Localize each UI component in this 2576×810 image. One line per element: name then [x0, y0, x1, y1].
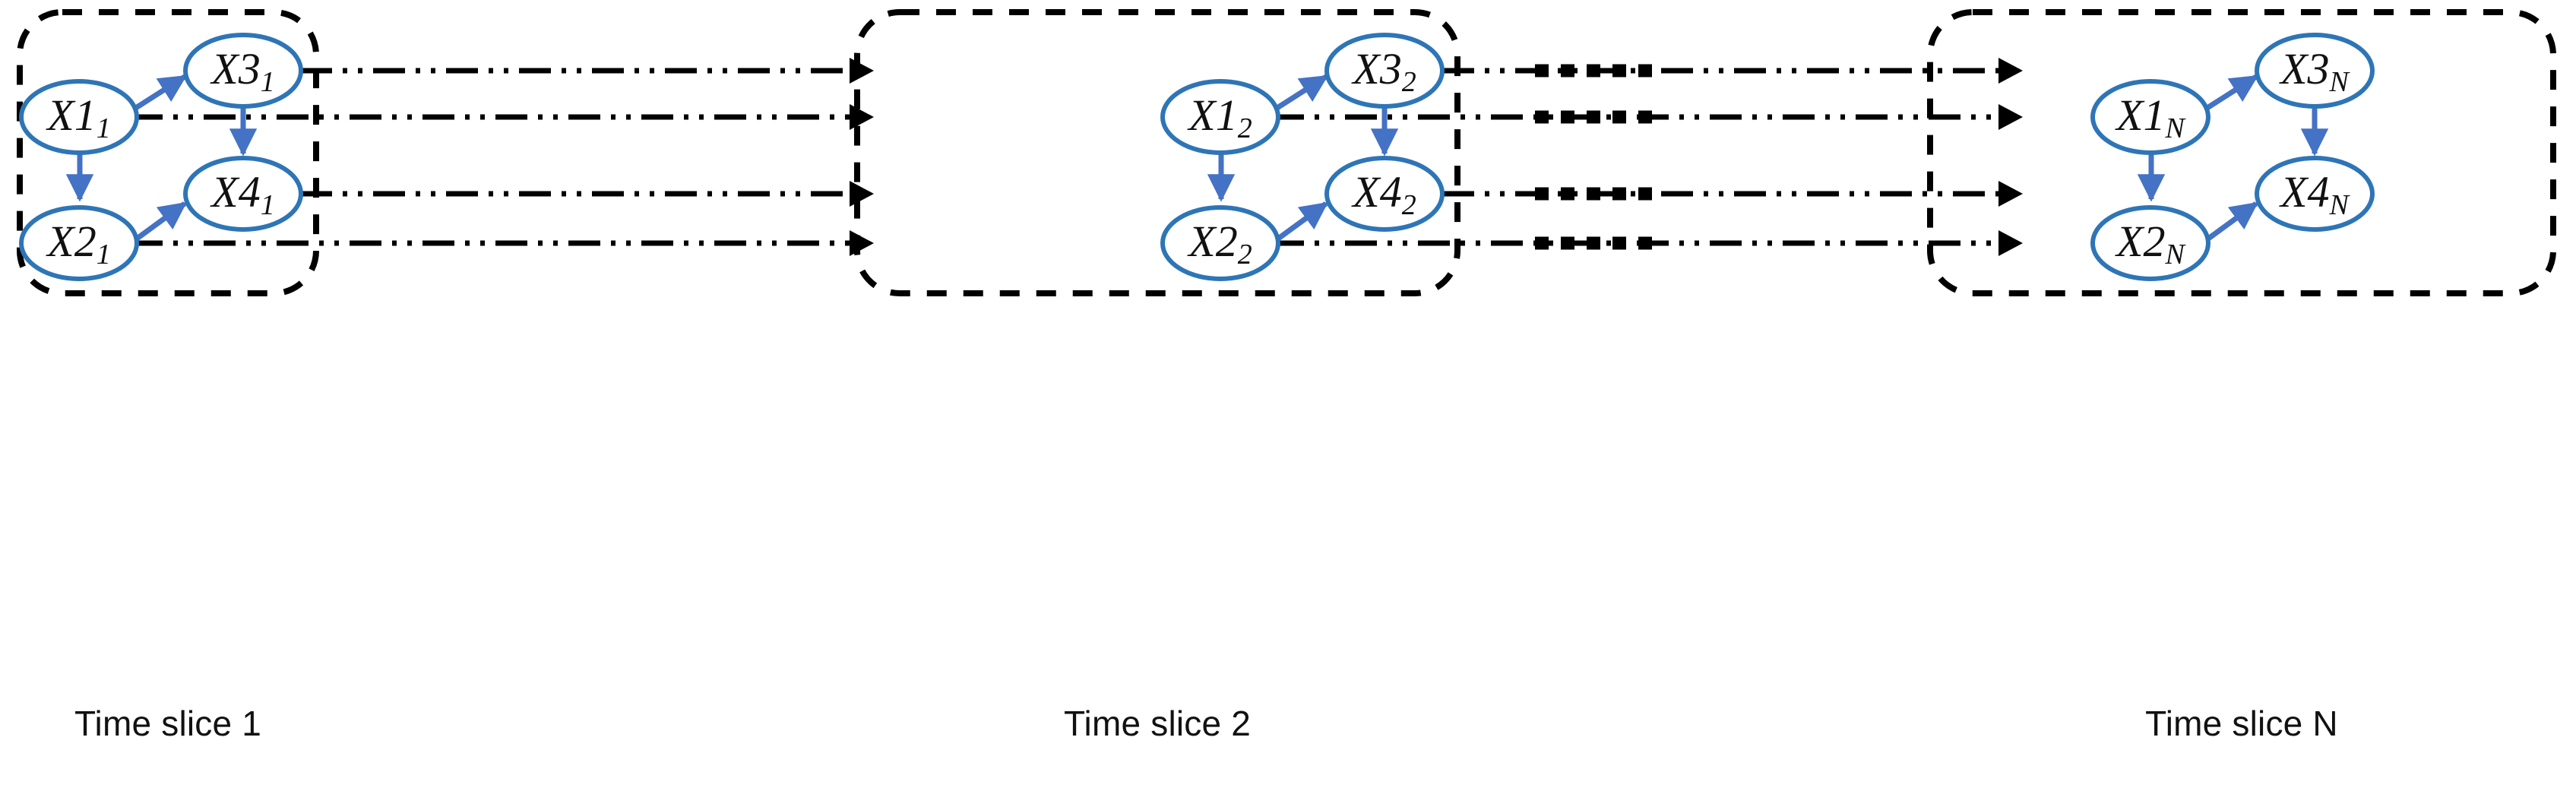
slice2-to-slicen-arrowheads: [1998, 58, 2023, 256]
continuation-marks-group: [1535, 64, 1664, 250]
node-x1-n[interactable]: [2090, 79, 2210, 155]
arrowhead-into-x2_2: [850, 230, 874, 256]
arrowhead-into-x1_2: [850, 104, 874, 130]
slice-n-group: X1N X3N X2N X4N: [1927, 9, 2556, 296]
node-x1-2-label: X12: [1187, 90, 1252, 144]
node-x4-n-label: X4N: [2279, 167, 2350, 220]
node-x4-n[interactable]: [2255, 156, 2375, 232]
edge-x2_1-to-x4_1: [131, 201, 187, 243]
node-x3-n[interactable]: [2255, 33, 2375, 109]
slice-2-group: X12 X32 X22 X42: [854, 9, 2006, 296]
node-x1-2[interactable]: [1160, 79, 1280, 155]
node-x1-n-label: X1N: [2115, 90, 2186, 144]
arrowhead-into-x3_n: [1998, 58, 2023, 84]
node-x2-n[interactable]: [2090, 205, 2210, 281]
slice-1-group: X11 X31 X21 X41: [17, 9, 859, 296]
slice-2-caption: Time slice 2: [1063, 704, 1252, 743]
edge-x1_1-to-x3_1: [131, 74, 188, 112]
node-x4-1[interactable]: [183, 156, 303, 232]
node-x2-n-label: X2N: [2115, 217, 2186, 270]
node-x1-1[interactable]: [19, 79, 139, 155]
edge-x2_2-to-x4_2: [1273, 201, 1328, 243]
node-x3-n-label: X3N: [2279, 44, 2350, 97]
node-x3-2[interactable]: [1324, 33, 1445, 109]
edge-x1_n-to-x3_n: [2202, 74, 2259, 112]
slice-n-border: [1927, 9, 2556, 296]
arrowhead-into-x1_n: [1998, 104, 2023, 130]
slice-1-border: [17, 9, 319, 296]
slice-n-caption: Time slice N: [2145, 704, 2338, 743]
node-x2-1-label: X21: [46, 217, 110, 270]
slice1-to-slice2-arrowheads: [850, 58, 874, 256]
node-x4-2-label: X42: [1351, 167, 1416, 220]
slice-1-caption: Time slice 1: [74, 704, 262, 743]
edge-x1_2-to-x3_2: [1272, 74, 1329, 112]
arrowhead-into-x3_2: [850, 58, 874, 84]
node-x3-1[interactable]: [183, 33, 303, 109]
node-x2-2-label: X22: [1187, 217, 1252, 270]
arrowhead-into-x4_n: [1998, 181, 2023, 207]
node-x3-1-label: X31: [210, 44, 274, 97]
node-x1-1-label: X11: [46, 90, 110, 144]
node-x4-1-label: X41: [210, 167, 274, 220]
node-x3-2-label: X32: [1351, 44, 1416, 97]
slice-2-border: [854, 9, 1460, 296]
node-x2-2[interactable]: [1160, 205, 1280, 281]
node-x2-1[interactable]: [19, 205, 139, 281]
edge-x2_n-to-x4_n: [2203, 201, 2258, 243]
arrowhead-into-x4_2: [850, 181, 874, 207]
node-x4-2[interactable]: [1324, 156, 1445, 232]
arrowhead-into-x2_n: [1998, 230, 2023, 256]
